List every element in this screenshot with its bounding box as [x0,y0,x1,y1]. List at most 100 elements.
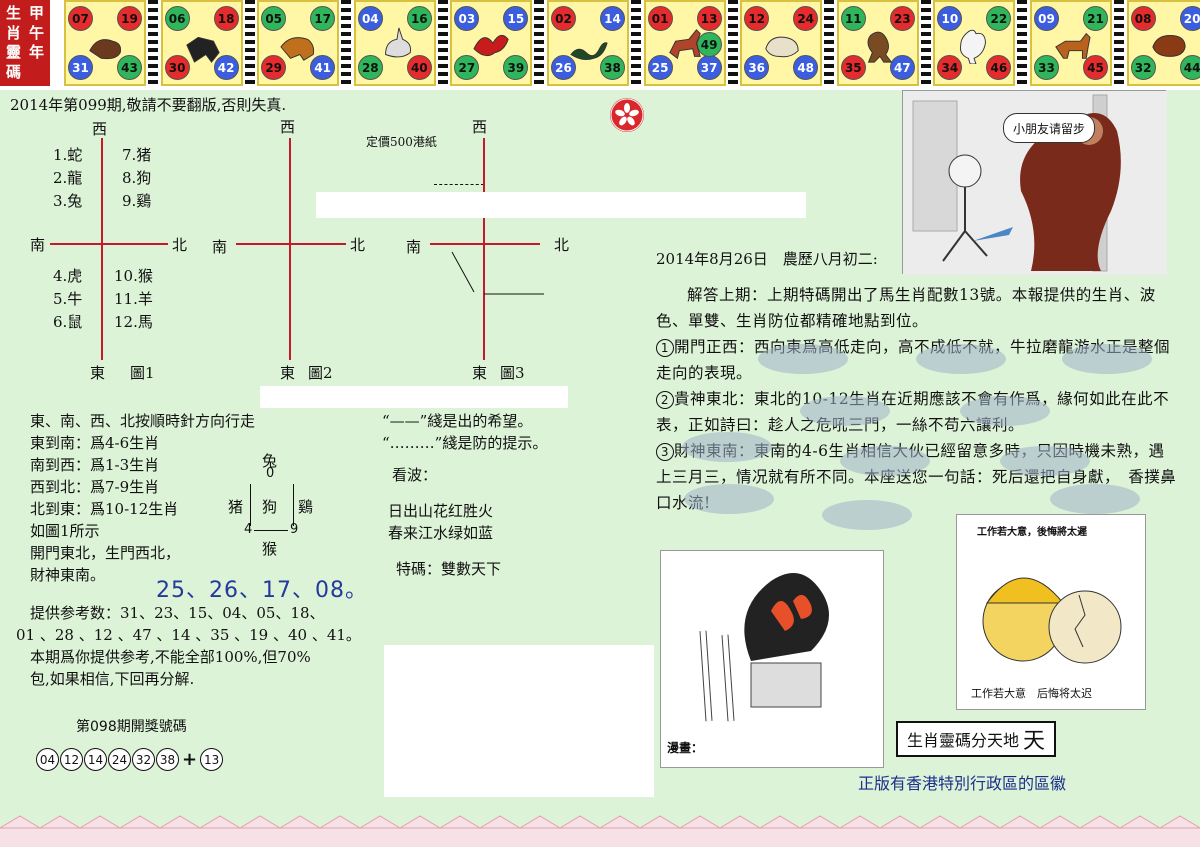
analysis-text: 解答上期：上期特碼開出了馬生肖配數13號。本報提供的生肖、波色、單雙、生肖防位都… [656,282,1178,516]
featured-numbers: 25、26、17、08。 [156,578,368,603]
blank-strip [316,192,806,218]
zodiac-entry: 5.牛 [53,290,83,308]
zodiac-entry: 6.鼠 [53,313,83,331]
number-ball: 21 [1083,6,1108,31]
number-ball: 47 [889,55,915,80]
price-label: 定價500港紙 [366,135,437,149]
monkey-icon [867,31,893,63]
fig2-vertical-line [289,138,291,360]
cross-center: 狗 [262,498,278,516]
number-ball: 20 [1179,6,1200,31]
draw-special-number: 13 [200,748,224,771]
rule-line: 如圖1所示 [30,522,100,540]
film-separator [631,0,641,86]
number-ball: 41 [310,55,336,80]
prev-draw-title: 第098期開獎號碼 [76,719,187,735]
number-ball: 39 [503,55,529,80]
cartoon-caption: 工作若大意 后悔将太迟 [971,687,1092,700]
zodiac-entry: 10.猴 [114,267,153,285]
reference-line: 本期爲你提供参考,不能全部100%,但70% [30,648,311,666]
cartoon-caption: 漫畫： [667,741,704,755]
number-ball: 15 [503,6,529,31]
number-ball: 44 [1179,55,1200,80]
plus-sign: + [182,749,198,770]
zodiac-entry: 9.鷄 [122,192,152,210]
top-cartoon: 小朋友请留步 [902,90,1167,275]
number-ball: 04 [357,6,383,31]
fig1-lower-right: 10.猴 11.羊 12.馬 [114,265,153,334]
film-separator [824,0,835,86]
number-ball: 14 [600,6,625,31]
smudge-oval [1000,446,1090,476]
number-ball: 05 [261,6,287,31]
dragon-icon [473,34,510,57]
snake-icon [570,42,608,61]
cartoon-title: 工作若大意，後悔將太遲 [977,527,1087,538]
poem-line: 日出山花红胜火 [388,502,494,520]
rat-icon [89,39,122,60]
fig1-lower-left: 4.虎 5.牛 6.鼠 [53,265,82,334]
fig3-west: 西 [472,118,488,136]
number-ball: 13 [696,6,722,31]
fig1-upper-right: 7.猪 8.狗 9.鷄 [122,144,151,213]
number-ball: 23 [889,6,915,31]
dog-icon [1055,32,1091,59]
zodiac-box-char: 天 [1023,729,1046,754]
cartoon-workers-icon [982,577,1122,664]
number-ball: 40 [406,55,432,80]
fig3-vertical-line [483,138,485,360]
rabbit-icon [384,27,411,58]
smudge-oval [800,396,890,426]
number-ball: 24 [793,6,819,31]
number-ball: 02 [551,6,576,31]
legend-dotted: “………”綫是防的提示。 [382,434,548,452]
zodiac-entry: 3.兔 [53,192,83,210]
reference-line: 提供参考数：31、23、15、04、05、18、 [30,604,325,622]
kanbo-label: 看波： [392,466,438,484]
title-char: 年 [28,43,44,61]
draw-number: 04 [36,748,59,771]
fig1-north: 北 [172,236,188,254]
smudge-oval [960,396,1050,426]
analysis-paragraph: 貴神東北：東北的10-12生肖在近期應該不會有作爲，緣何如此在此不表，正如詩曰：… [656,390,1170,434]
prev-draw-numbers: 04 12 14 24 32 38 + 13 [36,748,224,771]
goat-icon [765,36,799,58]
poem-line: 春来江水绿如蓝 [388,524,494,542]
blank-box [384,645,654,797]
title-badge: 生 甲 肖 午 靈 年 碼 [0,0,50,86]
number-ball: 10 [937,6,963,31]
number-ball: 17 [310,6,336,31]
zodiac-entry: 8.狗 [122,169,152,187]
pig-icon [1151,35,1186,57]
cross-top-num: 0 [266,466,275,481]
reference-line: 01 、28 、12 、47 、14 、35 、19 、40 、41。 [16,626,361,644]
film-separator [341,0,352,86]
draw-number: 14 [84,748,107,771]
number-ball: 26 [551,55,576,80]
fig2-north: 北 [350,236,366,254]
film-separator [920,0,931,86]
ox-icon [185,36,220,63]
zodiac-entry: 7.猪 [122,146,152,164]
number-ball: 22 [986,6,1012,31]
fig3-dashed-line [434,184,484,185]
zodiac-entry: 11.羊 [114,290,153,308]
fig3-label: 圖3 [500,364,525,382]
reference-line: 包,如果相信,下回再分解. [30,670,195,688]
zodiac-entry: 1.蛇 [53,146,83,164]
zodiac-entry: 2.龍 [53,169,83,187]
title-char: 生 [5,4,21,22]
draw-number: 38 [156,748,179,771]
fig3-south: 南 [406,238,422,256]
rule-line: 東、南、西、北按順時針方向行走 [30,412,256,430]
rule-line: 西到北：爲7-9生肖 [30,478,160,496]
circled-mark: 2 [656,391,674,409]
speech-bubble: 小朋友请留步 [1003,113,1095,143]
number-ball: 29 [261,55,287,80]
film-separator [148,0,158,86]
